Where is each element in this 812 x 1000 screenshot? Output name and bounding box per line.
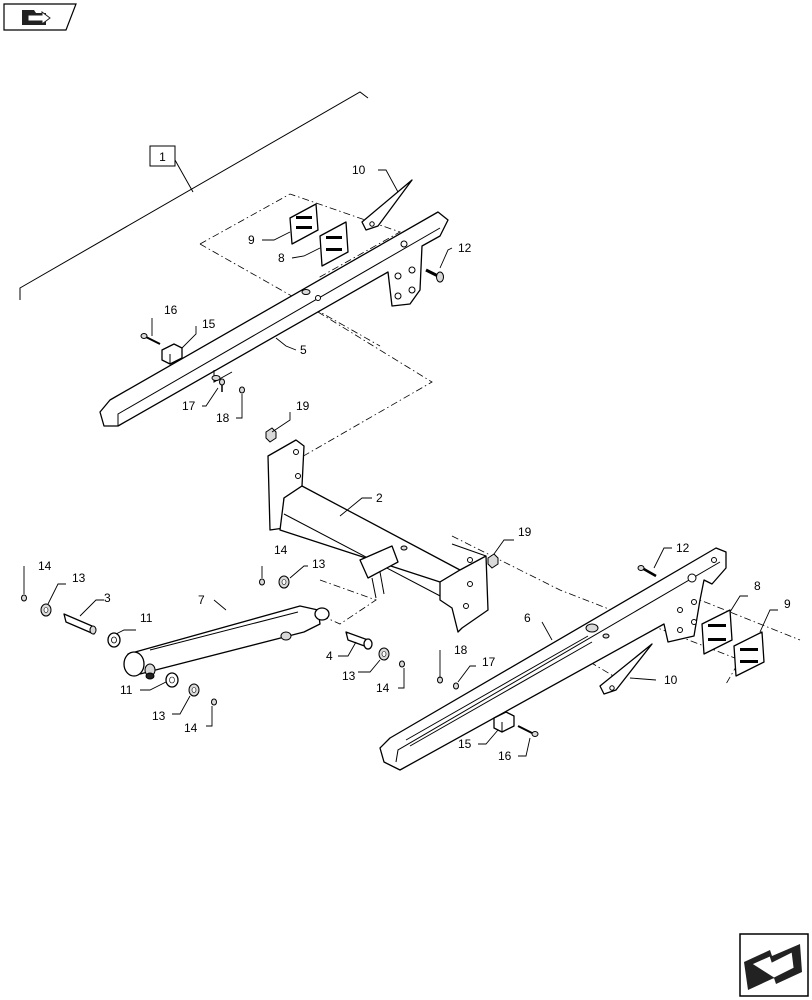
callout-13-right: 13 xyxy=(342,669,356,683)
part-16-bolt-upper xyxy=(140,333,161,345)
callout-19-lower: 19 xyxy=(518,525,532,539)
callout-13-mid: 13 xyxy=(312,557,326,571)
part-15-block-lower xyxy=(493,711,515,733)
callout-16-upper: 16 xyxy=(164,303,178,317)
part-6-lower-arm xyxy=(379,547,727,771)
part-17-pin-lower xyxy=(453,682,459,690)
part-14-clip-bottom xyxy=(211,698,217,706)
callout-14-right: 14 xyxy=(376,681,390,695)
callout-3: 3 xyxy=(104,591,111,605)
folder-arrow-icon xyxy=(22,10,51,25)
callout-11-lower: 11 xyxy=(120,683,133,697)
part-9-shim-lower xyxy=(733,631,765,677)
callout-11-upper: 11 xyxy=(140,611,153,625)
callout-19-upper: 19 xyxy=(296,399,310,413)
callout-7: 7 xyxy=(198,593,205,607)
next-page-arrow-icon xyxy=(744,944,802,990)
part-14-clip-right xyxy=(399,660,405,668)
callout-10-upper: 10 xyxy=(352,163,366,177)
callout-4: 4 xyxy=(326,649,333,663)
callout-13-left: 13 xyxy=(72,571,86,585)
callout-18-upper: 18 xyxy=(216,411,230,425)
part-17-pin-upper xyxy=(219,378,225,392)
assembly-bracket: 1 xyxy=(19,91,369,300)
callout-12-lower: 12 xyxy=(676,541,690,555)
part-14-clip-mid xyxy=(259,578,265,586)
part-5-upper-arm xyxy=(99,211,449,427)
callout-10-lower: 10 xyxy=(664,673,678,687)
part-13-washer-left xyxy=(40,603,52,617)
callout-6: 6 xyxy=(524,611,531,625)
callout-14-mid: 14 xyxy=(274,543,288,557)
part-10-wedge-upper xyxy=(361,179,413,231)
callout-13-bottom: 13 xyxy=(152,709,166,723)
part-11-bushing-upper xyxy=(107,632,121,648)
callout-12-upper: 12 xyxy=(458,241,472,255)
next-page-button[interactable] xyxy=(739,933,809,997)
callout-14-bottom: 14 xyxy=(184,721,198,735)
part-14-clip-left xyxy=(21,594,27,602)
callout-17-upper: 17 xyxy=(182,399,196,413)
part-12-bolt-upper xyxy=(425,268,444,283)
nav-button[interactable] xyxy=(3,3,77,31)
callout-17-lower: 17 xyxy=(482,655,496,669)
part-15-block-upper xyxy=(161,343,183,365)
leader-lines xyxy=(23,169,778,757)
callout-14-left: 14 xyxy=(38,559,52,573)
part-3-pin xyxy=(63,613,97,635)
part-4-pin xyxy=(345,631,373,650)
callout-15-upper: 15 xyxy=(202,317,216,331)
part-2-frame xyxy=(267,439,489,633)
callout-9-lower: 9 xyxy=(784,597,791,611)
part-11-bushing-lower xyxy=(165,672,179,688)
part-18-clip-upper xyxy=(239,386,245,394)
callout-labels: 10 9 8 12 16 15 5 17 18 19 2 19 12 14 13… xyxy=(38,163,791,763)
callout-15-lower: 15 xyxy=(458,737,472,751)
part-9-shim-upper xyxy=(289,203,319,245)
part-13-washer-mid xyxy=(278,575,290,589)
part-8-shim-upper xyxy=(319,221,349,267)
callout-18-lower: 18 xyxy=(454,643,468,657)
part-19-nut-lower xyxy=(487,553,499,569)
callout-16-lower: 16 xyxy=(498,749,512,763)
assembly-box-label: 1 xyxy=(159,150,166,164)
callout-5: 5 xyxy=(300,343,307,357)
part-7-hydraulic-cylinder xyxy=(123,605,330,680)
callout-8-lower: 8 xyxy=(754,579,761,593)
callout-2: 2 xyxy=(376,491,383,505)
part-8-shim-lower xyxy=(701,609,733,655)
part-16-bolt-lower xyxy=(517,725,539,737)
part-13-washer-bottom xyxy=(188,683,200,697)
callout-9-upper: 9 xyxy=(248,233,255,247)
callout-8-upper: 8 xyxy=(278,251,285,265)
part-10-wedge-lower xyxy=(599,643,653,695)
part-12-bolt-lower xyxy=(637,565,657,578)
part-13-washer-right xyxy=(378,647,390,661)
